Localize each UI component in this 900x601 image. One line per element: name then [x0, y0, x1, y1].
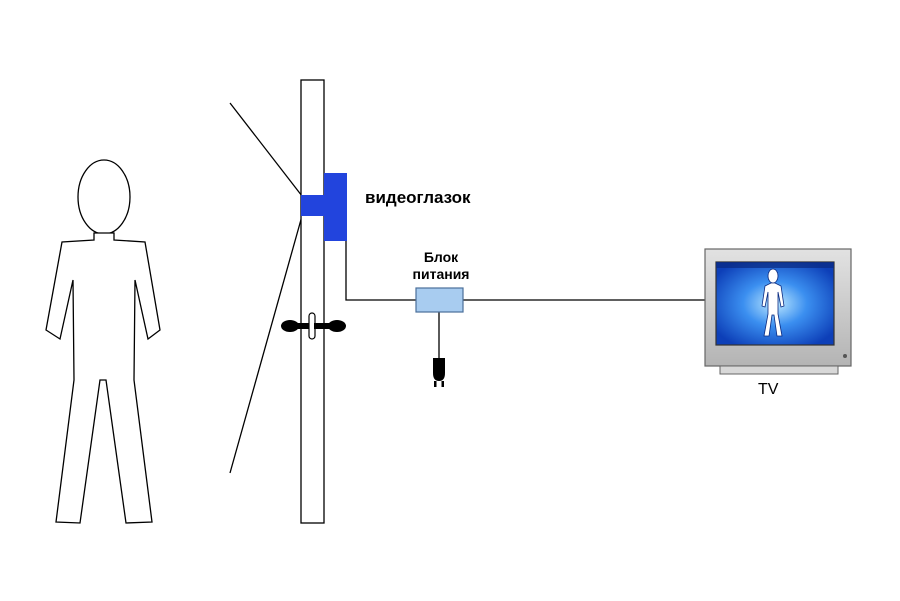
power-unit-label-line2: питания [412, 266, 470, 282]
person-head [77, 159, 131, 235]
view-line-lower [229, 215, 303, 474]
wire-camera-to-psu [345, 241, 416, 301]
person-body [45, 232, 161, 524]
power-unit-box-icon [415, 287, 464, 313]
person-outline-icon [45, 159, 161, 524]
tv-person-silhouette-icon [761, 268, 785, 337]
peephole-label: видеоглазок [365, 188, 471, 207]
peephole-camera-icon [301, 173, 347, 241]
tv-label: TV [758, 381, 779, 398]
view-line-upper [229, 102, 303, 197]
door [300, 79, 325, 524]
door-handle-icon [281, 312, 346, 340]
power-unit-label-line1: Блок [423, 249, 459, 265]
power-unit-label: Блок питания [398, 249, 484, 283]
power-plug-icon [433, 358, 445, 387]
